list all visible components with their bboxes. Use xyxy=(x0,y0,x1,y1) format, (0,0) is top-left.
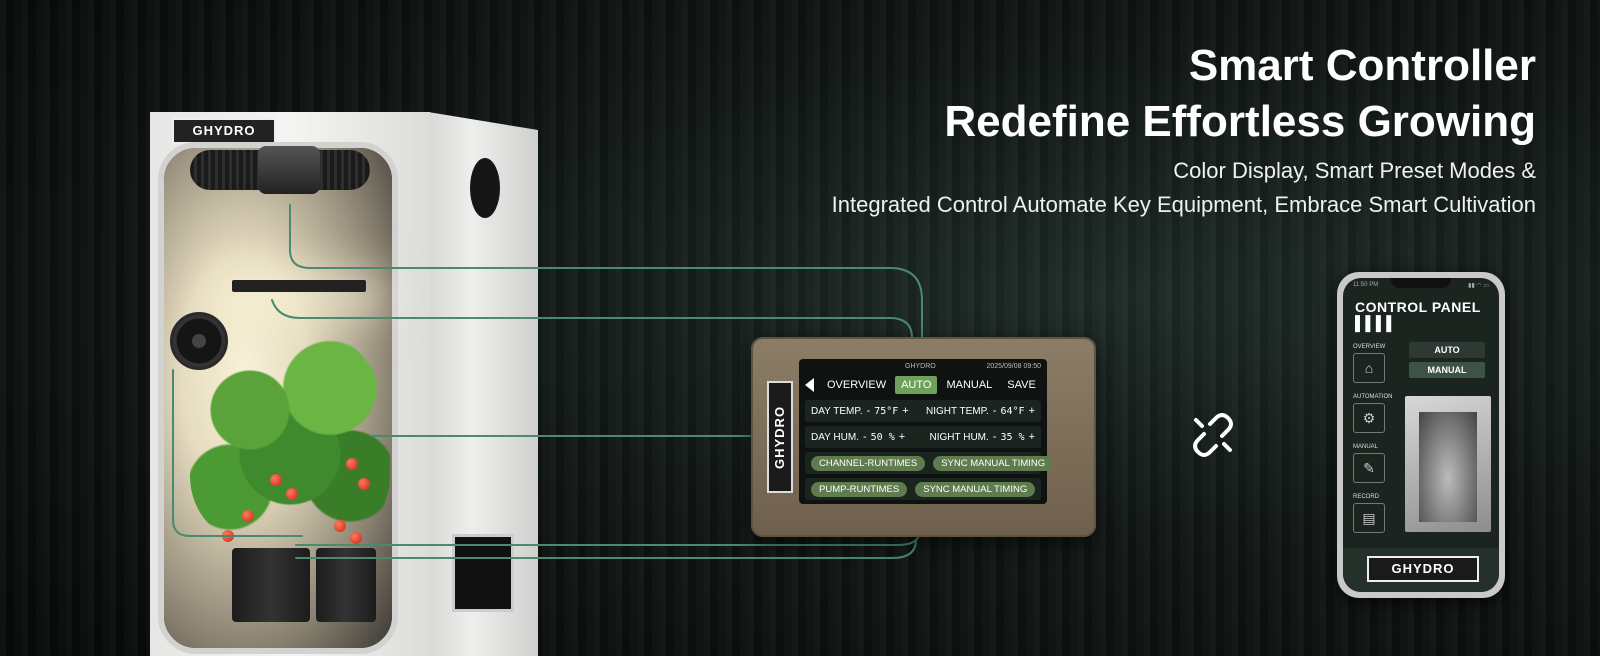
gear-icon: ⚙ xyxy=(1353,403,1385,433)
controller-tabs: OVERVIEW AUTO MANUAL SAVE xyxy=(805,374,1041,396)
controller-screen: GHYDRO 2025/09/08 09:50 OVERVIEW AUTO MA… xyxy=(799,359,1054,504)
sidebar-item-automation[interactable]: AUTOMATION ⚙ xyxy=(1353,394,1393,433)
tomato xyxy=(270,474,282,486)
headline-title-1: Smart Controller xyxy=(1188,41,1536,90)
phone-logo: GHYDRO xyxy=(1367,556,1479,582)
night-temp-value: 64°F xyxy=(1000,405,1025,417)
day-temp-minus-button[interactable]: - xyxy=(866,405,871,417)
wrench-icon: ✎ xyxy=(1353,453,1385,483)
channel-row: CHANNEL-RUNTIMES SYNC MANUAL TIMING xyxy=(805,452,1054,474)
smart-controller: GHYDRO GHYDRO 2025/09/08 09:50 OVERVIEW … xyxy=(751,337,1096,537)
tent-thumbnail-interior xyxy=(1419,412,1477,522)
sync-manual-timing-button-2[interactable]: SYNC MANUAL TIMING xyxy=(915,481,1036,497)
tomato xyxy=(346,458,358,470)
tab-overview[interactable]: OVERVIEW xyxy=(827,379,887,391)
tab-save[interactable]: SAVE xyxy=(1007,379,1036,391)
night-hum-plus-button[interactable]: + xyxy=(1028,431,1035,443)
pump-runtimes-button[interactable]: PUMP-RUNTIMES xyxy=(811,481,908,497)
day-hum-minus-button[interactable]: - xyxy=(862,431,867,443)
headline-subtitle-1: Color Display, Smart Preset Modes & xyxy=(1173,158,1536,183)
tomato xyxy=(242,510,254,522)
control-panel-title: CONTROL PANEL ▌▌▌▌ xyxy=(1355,299,1481,331)
day-hum-value: 50 % xyxy=(870,431,895,443)
night-hum-value: 35 % xyxy=(1000,431,1025,443)
channel-runtimes-button[interactable]: CHANNEL-RUNTIMES xyxy=(811,455,926,471)
night-temp-minus-button[interactable]: - xyxy=(992,405,997,417)
clip-fan xyxy=(170,312,228,370)
tab-manual[interactable]: MANUAL xyxy=(946,379,993,391)
night-hum-label: NIGHT HUM. xyxy=(929,431,989,443)
duct-port xyxy=(470,158,500,218)
tent-logo: GHYDRO xyxy=(172,118,276,144)
screen-timestamp: 2025/09/08 09:50 xyxy=(986,363,1042,370)
grow-light xyxy=(232,280,366,292)
day-hum-plus-button[interactable]: + xyxy=(898,431,906,443)
sidebar-item-manual[interactable]: MANUAL ✎ xyxy=(1353,444,1393,483)
document-icon: ▤ xyxy=(1353,503,1385,533)
fabric-pot xyxy=(232,548,310,622)
night-hum-minus-button[interactable]: - xyxy=(992,431,997,443)
tomato xyxy=(334,520,346,532)
phone-footer: GHYDRO xyxy=(1343,548,1499,592)
fabric-pot xyxy=(316,548,376,622)
mode-manual-button[interactable]: MANUAL xyxy=(1409,362,1485,378)
pump-row: PUMP-RUNTIMES SYNC MANUAL TIMING xyxy=(805,478,1041,500)
sidebar-item-record[interactable]: RECORD ▤ xyxy=(1353,494,1393,533)
back-arrow-icon[interactable] xyxy=(805,378,814,392)
status-bar: 11:50 PM ▮▮ ◠ ▭ xyxy=(1343,278,1499,289)
night-temp-plus-button[interactable]: + xyxy=(1028,405,1035,417)
tent-thumbnail xyxy=(1405,396,1491,532)
tent-vent xyxy=(452,534,514,612)
sync-manual-timing-button-1[interactable]: SYNC MANUAL TIMING xyxy=(933,455,1054,471)
title-bars-icon: ▌▌▌▌ xyxy=(1355,315,1397,331)
day-temp-label: DAY TEMP. xyxy=(811,405,863,417)
tomato xyxy=(286,488,298,500)
tomato xyxy=(358,478,370,490)
phone-screen: 11:50 PM ▮▮ ◠ ▭ CONTROL PANEL ▌▌▌▌ OVERV… xyxy=(1343,278,1499,592)
controller-logo: GHYDRO xyxy=(767,381,793,493)
wire-light xyxy=(271,299,913,339)
day-hum-label: DAY HUM. xyxy=(811,431,859,443)
inline-fan xyxy=(258,146,320,194)
grow-tent: GHYDRO xyxy=(150,112,538,656)
headline-block: Smart Controller Redefine Effortless Gro… xyxy=(832,38,1536,222)
signal-icon: ▮▮ ◠ ▭ xyxy=(1468,283,1489,289)
temp-row: DAY TEMP. - 75°F + NIGHT TEMP. - 64°F + xyxy=(805,400,1041,422)
day-temp-plus-button[interactable]: + xyxy=(902,405,909,417)
wire-fan xyxy=(289,204,923,339)
night-temp-label: NIGHT TEMP. xyxy=(926,405,989,417)
headline-title-2: Redefine Effortless Growing xyxy=(944,97,1536,146)
wire-low-2 xyxy=(295,539,917,559)
day-temp-value: 75°F xyxy=(874,405,899,417)
tomato-plants xyxy=(190,322,390,542)
screen-header-logo: GHYDRO xyxy=(905,363,936,370)
wire-clip-fan xyxy=(172,369,303,537)
smartphone: 11:50 PM ▮▮ ◠ ▭ CONTROL PANEL ▌▌▌▌ OVERV… xyxy=(1337,272,1505,598)
humidity-row: DAY HUM. - 50 % + NIGHT HUM. - 35 % + xyxy=(805,426,1041,448)
mode-auto-button[interactable]: AUTO xyxy=(1409,342,1485,358)
home-icon: ⌂ xyxy=(1353,353,1385,383)
headline-subtitle-2: Integrated Control Automate Key Equipmen… xyxy=(831,192,1536,217)
phone-notch xyxy=(1391,278,1451,288)
link-icon xyxy=(1193,413,1233,457)
tab-auto[interactable]: AUTO xyxy=(895,376,938,394)
tomato xyxy=(350,532,362,544)
status-time: 11:50 PM xyxy=(1353,282,1379,288)
sidebar-item-overview[interactable]: OVERVIEW ⌂ xyxy=(1353,344,1393,383)
